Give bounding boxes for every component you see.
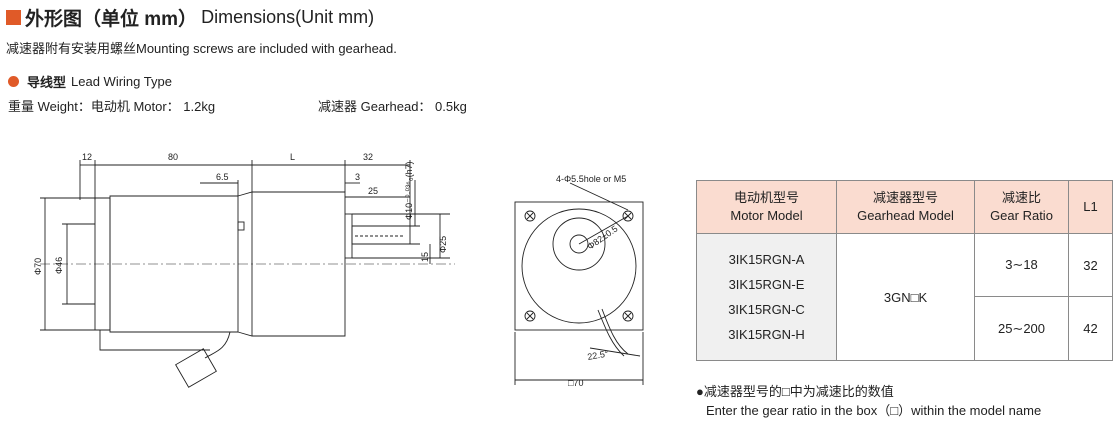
connector bbox=[175, 348, 217, 388]
lead-label-en: Lead Wiring Type bbox=[71, 74, 172, 89]
dim-L: L bbox=[290, 152, 295, 162]
section-title: 外形图（单位 mm） Dimensions(Unit mm) bbox=[6, 4, 374, 31]
dim-80: 80 bbox=[168, 152, 178, 162]
ratio-row-2: 25∼200 bbox=[974, 296, 1069, 361]
gearhead-body bbox=[237, 191, 346, 337]
dim-25: 25 bbox=[368, 186, 378, 196]
lead-wire bbox=[99, 330, 210, 351]
motor-weight: 重量 Weight：电动机 Motor： 1.2kg bbox=[8, 99, 216, 114]
holes-label: 4-Φ5.5hole or M5 bbox=[556, 174, 626, 184]
dim-12: 12 bbox=[82, 152, 92, 162]
dia-46: Φ46 bbox=[54, 257, 64, 274]
gearhead-model: 3GN□K bbox=[836, 233, 975, 361]
lead-type: 导线型 Lead Wiring Type bbox=[8, 72, 172, 91]
footnote-en: Enter the gear ratio in the box（□）within… bbox=[706, 403, 1042, 418]
dim-15: 15 bbox=[420, 252, 430, 262]
footnote: ●减速器型号的□中为减速比的数值 Enter the gear ratio in… bbox=[696, 382, 1041, 420]
title-cn: 外形图（单位 mm） bbox=[25, 9, 198, 30]
gearhead-weight: 减速器 Gearhead： 0.5kg bbox=[318, 99, 467, 114]
front-view-square bbox=[514, 201, 644, 331]
output-shaft bbox=[351, 225, 411, 245]
dim-32: 32 bbox=[363, 152, 373, 162]
dia-10: Φ10⁻⁰·⁰³⁶₀(h7) bbox=[404, 161, 414, 220]
bullet-icon bbox=[8, 76, 19, 87]
ratio-row-1: 3∼18 bbox=[974, 233, 1069, 297]
dia-70: Φ70 bbox=[33, 258, 43, 275]
col-header-l1: L1 bbox=[1068, 180, 1113, 234]
dim-6-5: 6.5 bbox=[216, 172, 229, 182]
footnote-cn: ●减速器型号的□中为减速比的数值 bbox=[696, 384, 894, 399]
l1-row-2: 42 bbox=[1068, 296, 1113, 361]
l1-row-1: 32 bbox=[1068, 233, 1113, 297]
dim-3: 3 bbox=[355, 172, 360, 182]
lead-label-cn: 导线型 bbox=[27, 75, 67, 90]
dia-25: Φ25 bbox=[438, 236, 448, 253]
angle-label: 22.5° bbox=[587, 348, 610, 362]
title-en: Dimensions(Unit mm) bbox=[201, 7, 375, 27]
screws-note: 减速器附有安装用螺丝Mounting screws are included w… bbox=[6, 41, 397, 56]
square-label: □70 bbox=[568, 378, 583, 388]
title-marker-icon bbox=[6, 10, 21, 25]
